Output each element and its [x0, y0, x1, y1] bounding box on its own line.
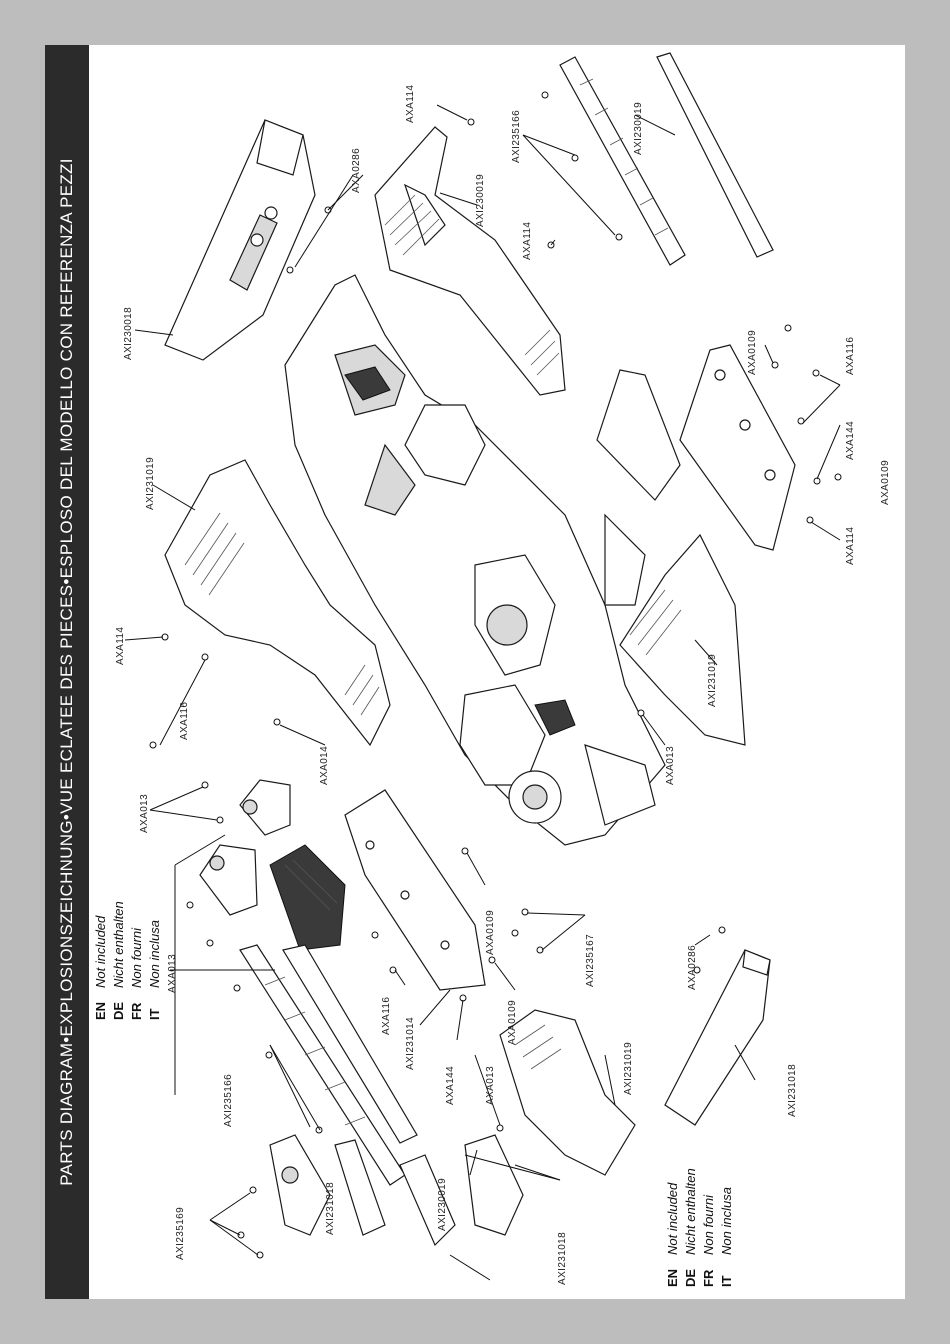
part-label: AXA114	[845, 527, 856, 565]
svg-text:Non inclusa: Non inclusa	[147, 920, 162, 988]
part-label: AXI230019	[437, 1178, 448, 1231]
part-label: AXA114	[115, 627, 126, 665]
left-body-panel-part	[164, 459, 391, 747]
part-label: AXA116	[845, 337, 856, 375]
chassis-frame-part	[284, 274, 666, 846]
part-label: AXI230019	[475, 174, 486, 227]
diagram-page: PARTS DIAGRAM•EXPLOSIONSZEICHNUNG•VUE EC…	[45, 45, 905, 1299]
part-label: AXA013	[167, 954, 178, 993]
legend-entry: DE Nicht enthalten	[683, 1168, 698, 1287]
svg-text:Not included: Not included	[665, 1182, 680, 1255]
svg-text:DE: DE	[111, 1002, 126, 1020]
legend-entry: IT Non inclusa	[147, 920, 162, 1020]
svg-text:Not included: Not included	[93, 915, 108, 988]
front-bumper-part	[164, 119, 316, 361]
exploded-parts-diagram: EN Not included DE Nicht enthalten FR No…	[93, 52, 891, 1287]
part-label: AXI230018	[123, 307, 134, 360]
part-label: AXA014	[319, 746, 330, 785]
receiver-box-part	[399, 1134, 524, 1247]
part-label: AXA0109	[507, 1000, 518, 1045]
legend-left: EN Not included DE Nicht enthalten FR No…	[93, 901, 162, 1020]
svg-text:FR: FR	[129, 1002, 144, 1020]
part-label: AXI230019	[633, 102, 644, 155]
esc-part	[269, 844, 346, 951]
part-label: AXI235166	[223, 1074, 234, 1127]
part-label: AXA116	[179, 702, 190, 740]
svg-text:EN: EN	[665, 1269, 680, 1287]
svg-text:Non fourni: Non fourni	[129, 927, 144, 988]
legend-entry: IT Non inclusa	[719, 1187, 734, 1287]
part-label: AXI231018	[325, 1182, 336, 1235]
svg-text:IT: IT	[719, 1275, 734, 1287]
upper-body-panel-part	[374, 126, 566, 396]
rock-slider-top-part	[559, 52, 774, 266]
part-label: AXA144	[445, 1066, 456, 1105]
part-label: AXA0109	[747, 330, 758, 375]
rear-bumper-part	[664, 949, 771, 1126]
part-label: AXI231014	[405, 1017, 416, 1070]
part-label: AXA0109	[880, 460, 891, 505]
right-body-panel-part	[619, 533, 746, 746]
part-label: AXI235167	[585, 934, 596, 987]
part-label: AXI235169	[175, 1207, 186, 1260]
part-label: AXA0109	[485, 910, 496, 955]
light-bucket-part	[269, 1134, 386, 1236]
legend-entry: DE Nicht enthalten	[111, 901, 126, 1020]
part-label: AXI231019	[623, 1042, 634, 1095]
rock-slider-bottom-part	[239, 944, 418, 1186]
part-label: AXA013	[485, 1066, 496, 1105]
part-label: AXA114	[405, 85, 416, 123]
part-label: AXI231019	[707, 654, 718, 707]
part-label: AXI235166	[511, 110, 522, 163]
part-label: AXA013	[665, 746, 676, 785]
screw-icons	[149, 91, 842, 1259]
lower-body-panel-part	[499, 1009, 636, 1176]
svg-text:FR: FR	[701, 1269, 716, 1287]
part-label: AXA0286	[687, 945, 698, 990]
leader-lines	[124, 104, 841, 1281]
svg-text:Non inclusa: Non inclusa	[719, 1187, 734, 1255]
part-label: AXA114	[522, 222, 533, 260]
svg-text:DE: DE	[683, 1269, 698, 1287]
part-labels: AXA114 AXA0286 AXI230019 AXI230018 AXI23…	[115, 85, 891, 1285]
part-label: AXA0286	[351, 148, 362, 193]
servo-part	[199, 779, 291, 916]
part-label: AXA116	[381, 997, 392, 1035]
part-label: AXA144	[845, 421, 856, 460]
svg-text:Nicht enthalten: Nicht enthalten	[111, 901, 126, 988]
title-sidebar: PARTS DIAGRAM•EXPLOSIONSZEICHNUNG•VUE EC…	[45, 45, 89, 1299]
legend-right: EN Not included DE Nicht enthalten FR No…	[665, 1168, 734, 1287]
part-label: AXI231018	[557, 1232, 568, 1285]
legend-entry: FR Non fourni	[701, 1194, 716, 1287]
legend-entry: EN Not included	[665, 1182, 680, 1287]
svg-text:Nicht enthalten: Nicht enthalten	[683, 1168, 698, 1255]
svg-text:EN: EN	[93, 1002, 108, 1020]
svg-text:Non fourni: Non fourni	[701, 1194, 716, 1255]
legend-entry: EN Not included	[93, 915, 108, 1020]
part-label: AXA013	[139, 794, 150, 833]
skid-plate-right-part	[596, 344, 796, 551]
part-label: AXI231019	[145, 457, 156, 510]
part-label: AXI231018	[787, 1064, 798, 1117]
legend-entry: FR Non fourni	[129, 927, 144, 1020]
electronics-tray-part	[344, 789, 486, 991]
svg-text:IT: IT	[147, 1008, 162, 1020]
